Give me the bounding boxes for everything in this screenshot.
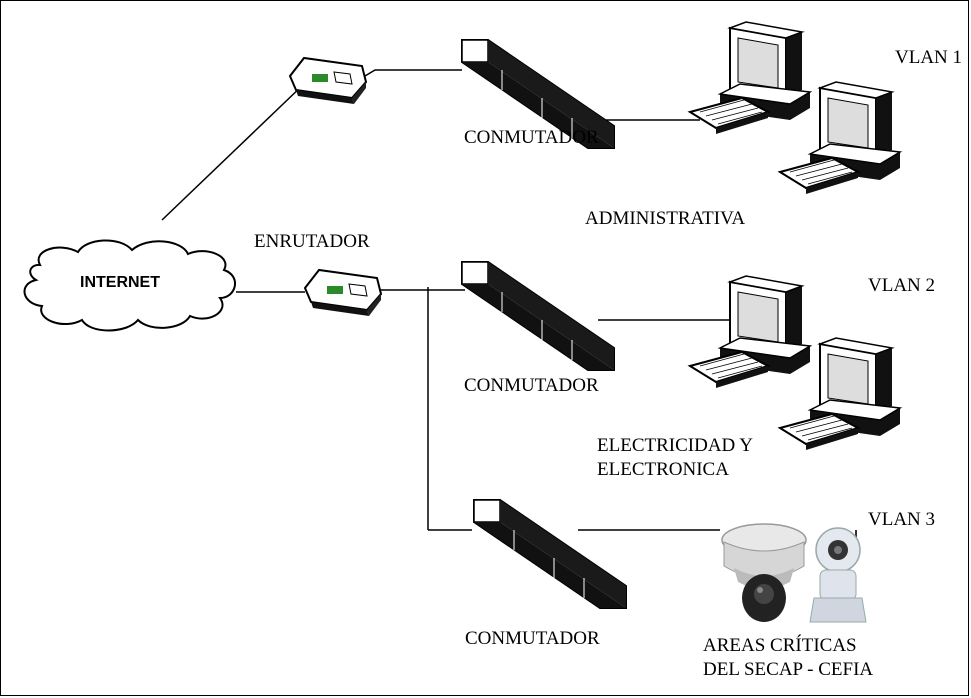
switch-3-label: CONMUTADOR [465,628,600,649]
vlan-1-label: VLAN 1 [895,47,963,68]
group-3-label: AREAS CRÍTICAS DEL SECAP - CEFIA [703,635,874,680]
vlan-2-label: VLAN 2 [868,275,936,296]
computer-icon [689,21,811,135]
switch-icon [473,499,627,609]
connection-lines [161,69,735,531]
internet-cloud [23,239,236,332]
security-camera-icon [720,520,808,632]
router-icon [304,269,382,317]
group-2-label: ELECTRICIDAD Y ELECTRONICA [597,435,754,480]
switch-2-label: CONMUTADOR [464,375,599,396]
switch-icon [461,261,615,371]
router-icon [289,57,367,105]
security-camera-icon [809,520,870,632]
group-1-label: ADMINISTRATIVA [585,208,746,229]
switch-1-label: CONMUTADOR [464,127,599,148]
internet-label: INTERNET [80,274,160,291]
computer-icon [689,275,811,389]
vlan-3-label: VLAN 3 [868,509,936,530]
router-label: ENRUTADOR [254,231,370,252]
